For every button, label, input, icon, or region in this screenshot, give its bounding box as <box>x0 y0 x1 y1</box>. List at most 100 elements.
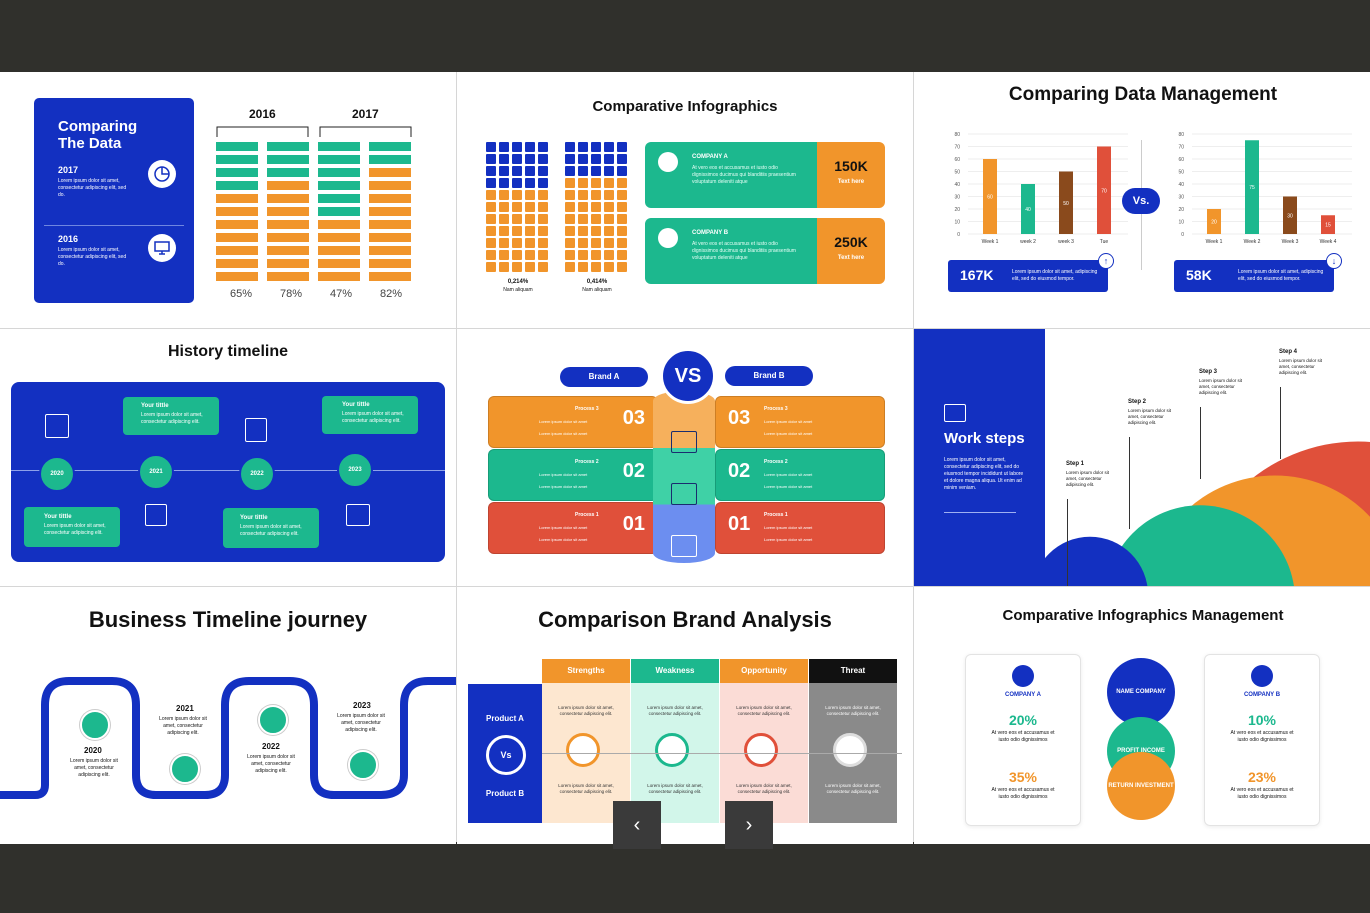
process-text: Lorem ipsum dolor sit amet <box>764 431 813 436</box>
bar-segment <box>318 207 360 216</box>
bar-segment <box>318 233 360 242</box>
timeline-card: Your tittle Lorem ipsum dolor sit amet, … <box>223 508 319 548</box>
waffle-cell <box>591 178 601 188</box>
company-a-stat: 150K Text here <box>817 142 885 208</box>
process-label: Process 3 <box>764 406 788 412</box>
swot-icon <box>833 733 867 767</box>
slide-comparative-infographics[interactable]: Comparative Infographics 0,214% Nam aliq… <box>457 72 913 328</box>
panel-title-line2: The Data <box>58 135 122 152</box>
bar <box>1021 184 1035 234</box>
bar-segment <box>369 194 411 203</box>
process-text: Lorem ipsum dolor sit amet <box>539 472 588 477</box>
company-b-value-1: 10% <box>1247 712 1277 728</box>
process-number: 01 <box>728 513 751 535</box>
waffle-cell <box>617 262 627 272</box>
prev-slide-button[interactable]: ‹ <box>613 801 661 849</box>
org-chart-icon <box>45 414 69 438</box>
bar-segment <box>267 142 309 151</box>
waffle-cell <box>565 166 575 176</box>
slide-comparison-brand-analysis[interactable]: Comparison Brand Analysis Product A Vs P… <box>457 587 913 844</box>
waffle-cell <box>578 226 588 236</box>
data-label: 30 <box>1287 213 1293 219</box>
arrow-up-icon: ↑ <box>1098 253 1114 269</box>
bar <box>1059 171 1073 234</box>
process-text: Lorem ipsum dolor sit amet <box>539 419 588 424</box>
timeline-card: Your tittle Lorem ipsum dolor sit amet, … <box>123 397 219 435</box>
timeline-card: Your tittle Lorem ipsum dolor sit amet, … <box>322 396 418 434</box>
journey-path <box>0 677 456 799</box>
building-icon <box>658 228 678 248</box>
timeline-card: Your tittle Lorem ipsum dolor sit amet, … <box>24 507 120 547</box>
waffle-cell <box>565 202 575 212</box>
step-label: Step 1 <box>1066 461 1085 467</box>
next-slide-button[interactable]: › <box>725 801 773 849</box>
swot-header: Strengths <box>542 659 630 683</box>
slide-title: Business Timeline journey <box>88 607 368 632</box>
slide-comparing-the-data[interactable]: Comparing The Data 2017 Lorem ipsum dolo… <box>0 72 456 328</box>
slide-title: Comparison Brand Analysis <box>538 607 832 632</box>
year-label-2016: 2016 <box>58 234 79 244</box>
swot-text-bottom: Lorem ipsum dolor sit amet, consectetur … <box>647 783 703 794</box>
waffle-cell <box>486 142 496 152</box>
bar-segment <box>318 168 360 177</box>
waffle-cell <box>578 178 588 188</box>
bar-segment <box>216 259 258 268</box>
process-label: Process 3 <box>575 406 599 412</box>
step-arc <box>1045 536 1148 586</box>
company-b-stat: 250K Text here <box>817 218 885 284</box>
waffle-cell <box>565 214 575 224</box>
waffle-cell <box>604 238 614 248</box>
slide-history-timeline[interactable]: History timeline 2020 2021 2022 2023 You… <box>0 329 456 586</box>
data-label: 70 <box>1101 188 1107 194</box>
waffle-cell <box>538 166 548 176</box>
process-text: Lorem ipsum dolor sit amet <box>764 525 813 530</box>
waffle-cell <box>538 238 548 248</box>
swot-text-bottom: Lorem ipsum dolor sit amet, consectetur … <box>736 783 792 794</box>
waffle-cell <box>499 154 509 164</box>
bar-segment <box>267 207 309 216</box>
year-text: Lorem ipsum dolor sit amet, consectetur … <box>159 716 207 736</box>
tick-label: 40 <box>1178 182 1184 188</box>
slide-business-timeline-journey[interactable]: Business Timeline journey 2020 Lorem ips… <box>0 587 456 844</box>
bar-segment <box>369 181 411 190</box>
tick-label: 80 <box>954 132 960 138</box>
waffle-cell <box>499 250 509 260</box>
year-text: Lorem ipsum dolor sit amet, consectetur … <box>70 758 118 778</box>
tick-label: 40 <box>954 182 960 188</box>
waffle-cell <box>512 202 522 212</box>
stat-caption: Text here <box>837 255 865 261</box>
waffle-value-a: 0,214% <box>507 279 529 285</box>
document-icon <box>245 418 267 442</box>
slide-title: Comparative Infographics <box>592 98 778 115</box>
category-label: Week 1 <box>1206 239 1223 245</box>
presentation-icon <box>944 404 966 422</box>
bar-segment <box>318 246 360 255</box>
year-text: Lorem ipsum dolor sit amet, consectetur … <box>337 713 385 733</box>
category-label: Week 3 <box>1282 239 1299 245</box>
waffle-cell <box>604 166 614 176</box>
swot-icon <box>655 733 689 767</box>
building-icon <box>658 152 678 172</box>
waffle-cell <box>486 178 496 188</box>
tick-label: 70 <box>1178 145 1184 151</box>
waffle-cell <box>591 238 601 248</box>
id-card-icon <box>348 750 378 780</box>
waffle-cell <box>604 250 614 260</box>
slide-work-steps[interactable]: Work steps Lorem ipsum dolor sit amet, c… <box>914 329 1370 586</box>
waffle-cell <box>591 262 601 272</box>
waffle-cell <box>525 178 535 188</box>
data-label: 75 <box>1249 185 1255 191</box>
waffle-cell <box>512 214 522 224</box>
year-description: Lorem ipsum dolor sit amet, consectetur … <box>58 178 127 198</box>
waffle-cell <box>591 154 601 164</box>
slide-comparative-infographics-management[interactable]: Comparative Infographics Management COMP… <box>914 587 1370 844</box>
year-description: Lorem ipsum dolor sit amet, consectetur … <box>58 247 127 267</box>
bar-segment <box>318 155 360 164</box>
stat-text: Lorem ipsum dolor sit amet, adipiscing e… <box>1012 269 1098 282</box>
building-icon <box>1012 665 1034 687</box>
waffle-cell <box>591 142 601 152</box>
category-label: week 3 <box>1058 239 1074 245</box>
